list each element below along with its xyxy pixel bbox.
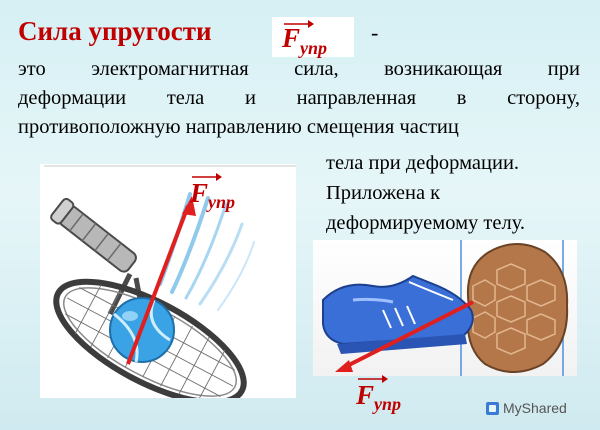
vector-arrow-icon bbox=[358, 375, 388, 383]
force-symbol-box: F упр bbox=[272, 17, 354, 58]
force-letter: F bbox=[356, 380, 375, 410]
myshared-logo-icon bbox=[486, 401, 499, 415]
continuation-line: тела при деформации. bbox=[326, 152, 520, 174]
watermark-text: MyShared bbox=[503, 400, 567, 416]
vector-arrow-icon bbox=[192, 173, 222, 181]
shoe-force-label: Fупр bbox=[356, 375, 402, 414]
racket-illustration bbox=[40, 164, 296, 406]
title-dash: - bbox=[371, 20, 379, 45]
continuation-line: деформируемому телу. bbox=[326, 212, 526, 234]
slide-title: Сила упругости bbox=[18, 16, 212, 46]
definition-text: это электромагнитная сила, возникающая п… bbox=[18, 55, 580, 142]
definition-continuation: тела при деформации. Приложена к деформи… bbox=[326, 148, 596, 238]
force-subscript: упр bbox=[374, 394, 402, 414]
definition-line: противоположную направлению смещения час… bbox=[18, 116, 459, 138]
racket-force-label: Fупр bbox=[190, 173, 236, 212]
force-subscript: упр bbox=[300, 38, 327, 58]
shoe-ball-illustration bbox=[313, 240, 577, 376]
watermark-logo: MyShared bbox=[486, 400, 567, 416]
definition-line: деформации тела и направленная в сторону… bbox=[18, 87, 580, 109]
shoe-ball-image bbox=[313, 240, 577, 376]
definition-line: это электромагнитная сила, возникающая п… bbox=[18, 58, 580, 80]
force-subscript: упр bbox=[208, 192, 236, 212]
vector-arrow-icon bbox=[284, 20, 314, 28]
force-letter: F bbox=[282, 23, 301, 53]
racket-ball-image bbox=[40, 164, 296, 406]
force-letter: F bbox=[190, 178, 209, 208]
continuation-line: Приложена к bbox=[326, 182, 441, 204]
